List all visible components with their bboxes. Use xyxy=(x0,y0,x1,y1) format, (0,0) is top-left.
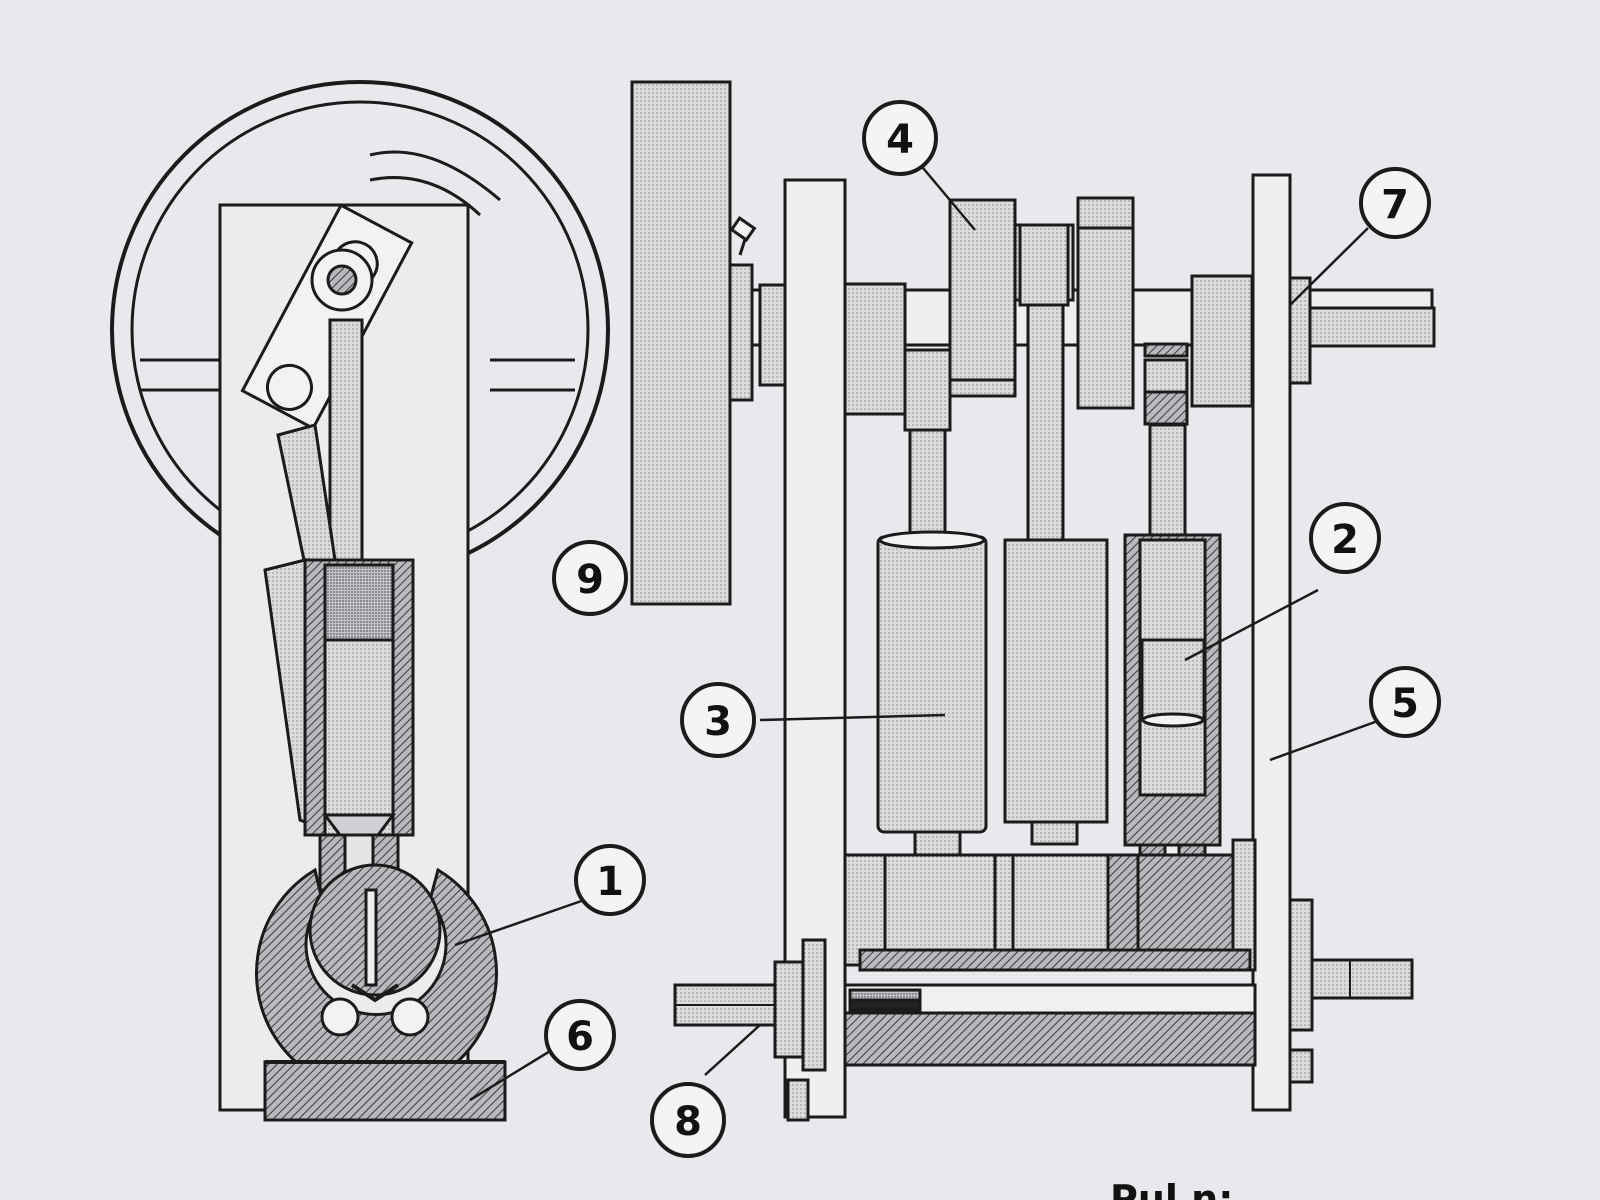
callout-1-label: 1 xyxy=(596,859,624,905)
callout-5-label: 5 xyxy=(1391,681,1419,727)
callout-7: 7 xyxy=(1359,167,1431,239)
callout-9-label: 9 xyxy=(576,557,604,603)
flywheel-front xyxy=(630,80,732,606)
front-view xyxy=(630,80,1436,1122)
leader-lines xyxy=(454,161,1376,1102)
callout-4-label: 4 xyxy=(886,117,914,163)
frame-plate-right xyxy=(1251,173,1292,1112)
leader-7 xyxy=(1289,227,1369,306)
cylinder-left xyxy=(876,535,988,834)
base-side xyxy=(263,1060,507,1122)
leader-5 xyxy=(1269,720,1376,762)
callout-2: 2 xyxy=(1309,502,1381,574)
callout-8: 8 xyxy=(650,1082,726,1158)
callout-7-label: 7 xyxy=(1381,182,1409,228)
side-view xyxy=(110,80,610,1122)
callout-6-label: 6 xyxy=(566,1014,594,1060)
footer-fragment: Pul n: xyxy=(1110,1177,1233,1200)
leader-2 xyxy=(1184,588,1319,662)
callout-5: 5 xyxy=(1369,666,1441,738)
cylinder-middle xyxy=(1003,538,1109,824)
callout-3-label: 3 xyxy=(704,699,732,745)
leader-4 xyxy=(917,161,976,231)
leader-1 xyxy=(454,896,591,947)
callouts: 1 2 3 4 5 6 7 8 xyxy=(544,100,1441,1158)
callout-4: 4 xyxy=(862,100,938,176)
leader-6 xyxy=(469,1043,561,1102)
leader-3 xyxy=(759,713,946,722)
callout-1: 1 xyxy=(574,844,646,916)
callout-6: 6 xyxy=(544,999,616,1071)
callout-8-label: 8 xyxy=(674,1099,702,1145)
leader-8 xyxy=(704,1024,761,1076)
piston-right xyxy=(1140,638,1206,722)
callout-2-label: 2 xyxy=(1331,517,1359,563)
callout-3: 3 xyxy=(680,682,756,758)
callout-9: 9 xyxy=(552,540,628,616)
